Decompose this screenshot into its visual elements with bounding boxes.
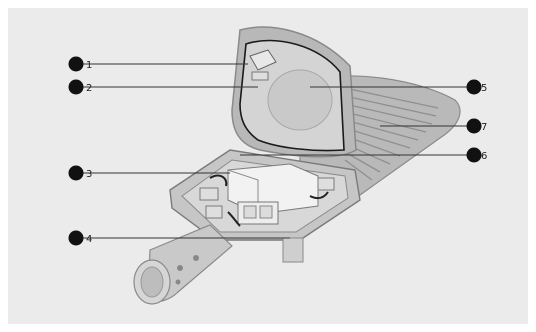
mounting-arm bbox=[134, 225, 232, 304]
callout-6: 6 bbox=[467, 148, 488, 163]
callout-4-label: 4 bbox=[86, 234, 92, 245]
tilt-bracket bbox=[283, 238, 303, 262]
callout-6-label: 6 bbox=[481, 151, 487, 162]
callout-7: 7 bbox=[467, 119, 488, 134]
callout-1: 1 bbox=[69, 57, 93, 72]
callout-5-label: 5 bbox=[481, 83, 487, 94]
callout-1-label: 1 bbox=[86, 60, 92, 71]
callout-3: 3 bbox=[69, 166, 93, 181]
callout-4: 4 bbox=[69, 231, 93, 246]
callout-7-label: 7 bbox=[481, 122, 487, 133]
terminal-block bbox=[238, 202, 278, 224]
callout-5: 5 bbox=[467, 80, 488, 95]
callout-2: 2 bbox=[69, 80, 93, 95]
callout-3-label: 3 bbox=[86, 169, 92, 180]
callout-2-label: 2 bbox=[86, 83, 92, 94]
open-lid bbox=[232, 27, 356, 157]
